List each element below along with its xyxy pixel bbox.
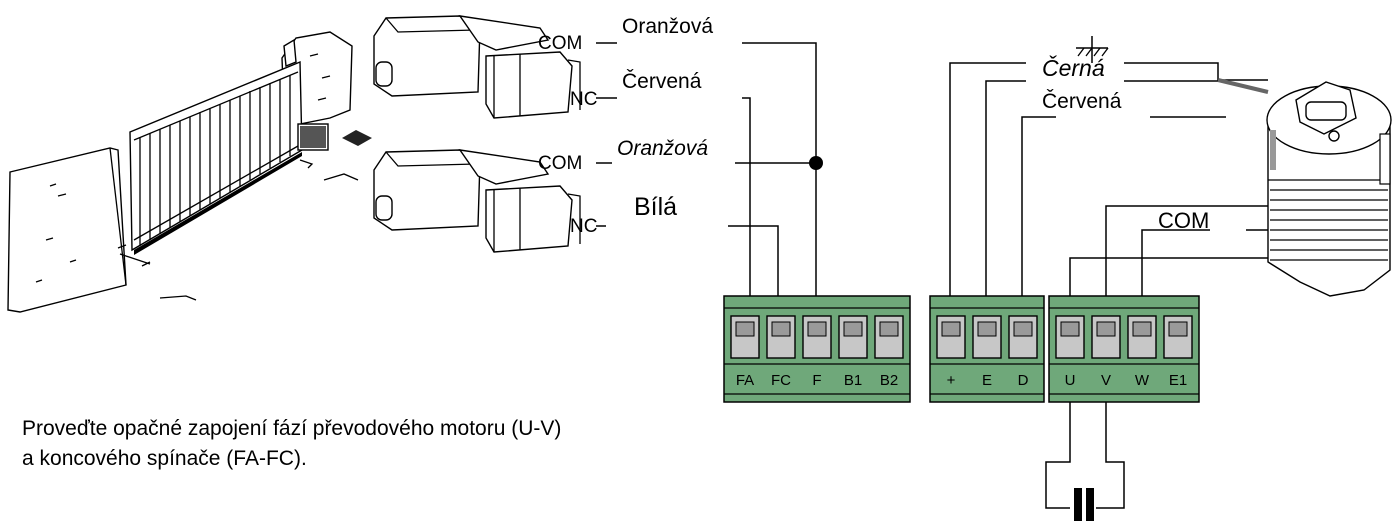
bottom-nc-wire-color: Bílá [634,193,677,221]
encoder-black-wire-color: Černá [1042,54,1105,81]
terminal-label-encoder-1: E [982,372,992,389]
wires [596,36,1269,521]
terminal-label-motor-3: E1 [1169,372,1187,389]
motor-com-label: COM [1158,208,1209,233]
terminal-block-encoder: + E D [929,295,1045,403]
gear-motor-illustration [1266,81,1392,297]
instruction-line-2: a koncového spínače (FA-FC). [22,447,307,470]
terminal-label-encoder-2: D [1018,372,1029,389]
top-nc-label: NC [570,89,597,110]
terminal-label-limit_switch-0: FA [736,372,754,389]
limit-switch-top [373,15,581,119]
capacitor-plate-left [1074,488,1082,521]
terminal-label-motor-0: U [1065,372,1076,389]
bottom-com-label: COM [538,153,582,174]
bottom-nc-label: NC [570,216,597,237]
top-com-wire-color: Oranžová [622,15,713,38]
junction-dot [809,156,823,170]
terminal-label-motor-1: V [1101,372,1111,389]
limit-switch-bottom [373,149,581,253]
terminal-label-limit_switch-4: B2 [880,372,898,389]
terminal-label-encoder-0: + [947,372,956,389]
terminal-block-limit-switch: FA FC F B1 B2 [723,295,911,403]
encoder-red-wire-color: Červená [1042,90,1122,113]
terminal-block-motor: U V W E1 [1048,295,1200,403]
bottom-com-wire-color: Oranžová [617,137,708,160]
terminal-label-limit_switch-2: F [812,372,821,389]
terminal-label-limit_switch-1: FC [771,372,791,389]
gate-illustration [7,31,372,313]
capacitor-plate-right [1086,488,1094,521]
top-com-label: COM [538,33,582,54]
terminal-label-motor-2: W [1135,372,1150,389]
top-nc-wire-color: Červená [622,70,702,93]
terminal-label-limit_switch-3: B1 [844,372,862,389]
instruction-text: Proveďte opačné zapojení fází převodovéh… [22,414,782,474]
instruction-line-1: Proveďte opačné zapojení fází převodovéh… [22,417,562,440]
